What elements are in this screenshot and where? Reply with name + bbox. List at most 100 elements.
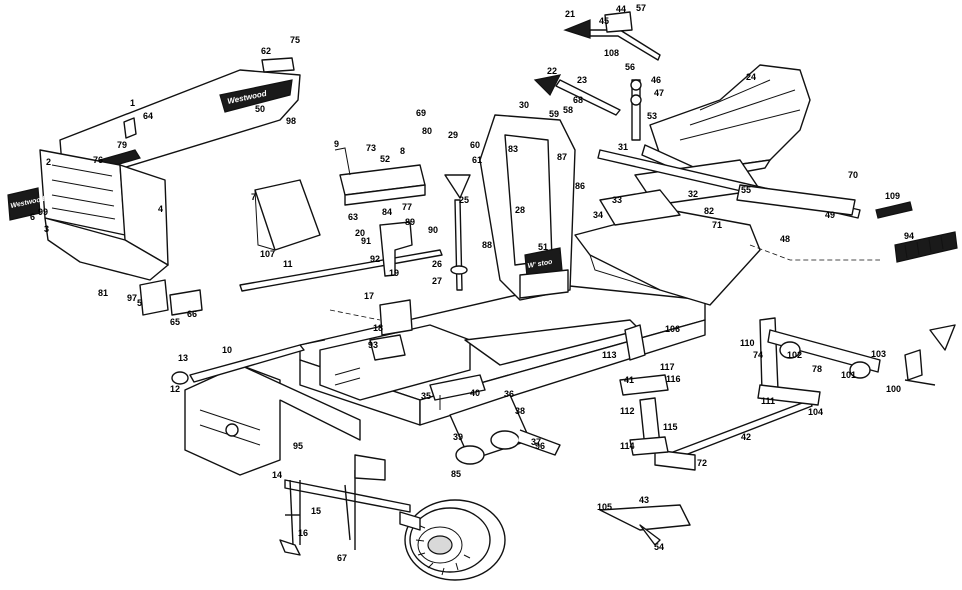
callout-41: 41 xyxy=(624,375,634,385)
rear-deck xyxy=(574,159,761,306)
callout-37: 37 xyxy=(531,437,541,447)
callout-86: 86 xyxy=(575,181,585,191)
callout-12: 12 xyxy=(170,384,180,394)
callout-117: 117 xyxy=(660,362,675,372)
callout-21: 21 xyxy=(565,9,575,19)
callout-25: 25 xyxy=(459,195,469,205)
callout-107: 107 xyxy=(260,249,275,259)
callout-29: 29 xyxy=(448,130,458,140)
callout-7: 7 xyxy=(251,192,256,202)
callout-8: 8 xyxy=(400,146,405,156)
callout-96: 96 xyxy=(535,441,545,451)
callout-106: 106 xyxy=(665,324,680,334)
callout-33: 33 xyxy=(612,195,622,205)
callout-68: 68 xyxy=(573,95,583,105)
front-badge: Westwood xyxy=(7,187,46,221)
callout-59: 59 xyxy=(549,109,559,119)
callout-74: 74 xyxy=(753,350,763,360)
callout-77: 77 xyxy=(402,202,412,212)
axle-bolts xyxy=(285,479,351,546)
callout-111: 111 xyxy=(761,396,775,406)
left-clamp xyxy=(139,279,203,316)
callout-52: 52 xyxy=(380,154,390,164)
front-axle-beam xyxy=(279,454,411,556)
callout-30: 30 xyxy=(519,100,529,110)
callout-90: 90 xyxy=(428,225,438,235)
callout-11: 11 xyxy=(283,259,293,269)
steering-crank xyxy=(759,317,956,393)
callout-112: 112 xyxy=(620,406,635,416)
decal-strip-94 xyxy=(894,231,958,263)
callout-63: 63 xyxy=(348,212,358,222)
callout-114: 114 xyxy=(620,441,635,451)
center-bracket xyxy=(429,374,486,410)
callout-89: 89 xyxy=(405,217,415,227)
callout-55: 55 xyxy=(741,185,751,195)
callout-22: 22 xyxy=(547,66,557,76)
callout-108: 108 xyxy=(604,48,619,58)
decal-strip-109 xyxy=(875,201,913,219)
callout-47: 47 xyxy=(654,88,664,98)
callout-49: 49 xyxy=(825,210,835,220)
callout-109: 109 xyxy=(885,191,900,201)
callout-40: 40 xyxy=(470,388,480,398)
callout-26: 26 xyxy=(432,259,442,269)
callout-42: 42 xyxy=(741,432,751,442)
callout-54: 54 xyxy=(654,542,664,552)
callout-14: 14 xyxy=(272,470,282,480)
callout-3: 3 xyxy=(44,224,49,234)
lift-rod xyxy=(630,79,642,141)
brake-linkage xyxy=(369,221,413,361)
callout-31: 31 xyxy=(618,142,628,152)
front-axle-housing xyxy=(184,364,361,476)
dash-console: W' stoo xyxy=(479,114,576,301)
callout-10: 10 xyxy=(222,345,232,355)
callout-75: 75 xyxy=(290,35,300,45)
callout-104: 104 xyxy=(808,407,823,417)
callout-83: 83 xyxy=(508,144,518,154)
callout-9: 9 xyxy=(334,139,339,149)
callout-60: 60 xyxy=(470,140,480,150)
callout-1: 1 xyxy=(130,98,135,108)
callout-92: 92 xyxy=(370,254,380,264)
callout-62: 62 xyxy=(261,46,271,56)
callout-105: 105 xyxy=(597,502,612,512)
callout-13: 13 xyxy=(178,353,188,363)
callout-45: 45 xyxy=(599,16,609,26)
callout-43: 43 xyxy=(639,495,649,505)
callout-27: 27 xyxy=(432,276,442,286)
callout-6: 6 xyxy=(30,212,35,222)
callout-97: 97 xyxy=(127,293,137,303)
callout-98: 98 xyxy=(286,116,296,126)
steering-knob xyxy=(444,174,471,199)
callout-65: 65 xyxy=(170,317,180,327)
front-grille xyxy=(39,149,169,281)
callout-18: 18 xyxy=(373,323,383,333)
callout-5: 5 xyxy=(137,298,142,308)
steering-shaft xyxy=(444,174,471,291)
callout-80: 80 xyxy=(422,126,432,136)
callout-58: 58 xyxy=(563,105,573,115)
callout-71: 71 xyxy=(712,220,722,230)
front-link xyxy=(171,371,189,385)
callout-103: 103 xyxy=(871,349,886,359)
callout-66: 66 xyxy=(187,309,197,319)
callout-4: 4 xyxy=(158,204,163,214)
callout-84: 84 xyxy=(382,207,392,217)
callout-23: 23 xyxy=(577,75,587,85)
callout-94: 94 xyxy=(904,231,914,241)
callout-35: 35 xyxy=(421,391,431,401)
throttle-lever xyxy=(533,74,621,116)
callout-44: 44 xyxy=(616,4,626,14)
callout-79: 79 xyxy=(117,140,127,150)
steering-rod xyxy=(654,384,821,471)
callout-24: 24 xyxy=(746,72,756,82)
callout-56: 56 xyxy=(625,62,635,72)
hood-assembly: Westwood xyxy=(59,57,301,183)
callout-16: 16 xyxy=(298,528,308,538)
callout-38: 38 xyxy=(515,406,525,416)
callout-76: 76 xyxy=(93,155,103,165)
callout-19: 19 xyxy=(389,268,399,278)
callout-46: 46 xyxy=(651,75,661,85)
